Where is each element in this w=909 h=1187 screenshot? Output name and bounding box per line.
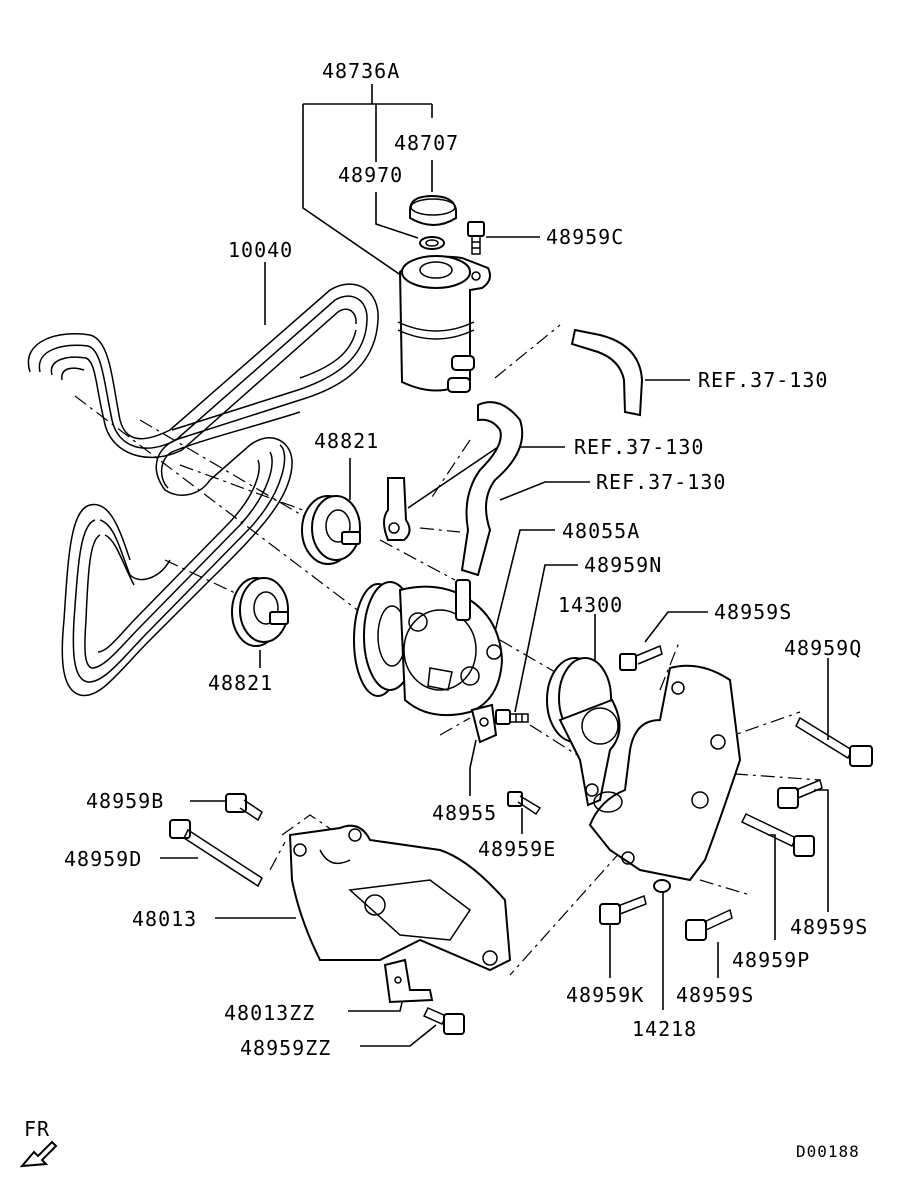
label-48959ZZ: 48959ZZ [240, 1036, 331, 1060]
label-48959E: 48959E [478, 837, 556, 861]
label-48959P: 48959P [732, 948, 810, 972]
label-48013ZZ: 48013ZZ [224, 1001, 315, 1025]
label-48013: 48013 [132, 907, 197, 931]
label-48959Q: 48959Q [784, 636, 862, 660]
tensioner-14300 [546, 657, 621, 807]
front-direction-arrow-icon [19, 1140, 58, 1168]
o-ring-48970 [419, 236, 445, 250]
bolt-48959C [467, 221, 485, 255]
label-48959S-top: 48959S [714, 600, 792, 624]
label-48959S-bottom: 48959S [676, 983, 754, 1007]
alignment-lines [74, 324, 821, 976]
nut-14218 [653, 879, 671, 893]
bracket-assembly-right [588, 664, 742, 882]
reservoir-cap-48707 [409, 194, 457, 226]
label-14300: 14300 [558, 593, 623, 617]
label-14218: 14218 [632, 1017, 697, 1041]
bolt-48959K [599, 894, 647, 925]
part-labels: 48736A 48707 48970 48959C 10040 REF.37-1… [24, 59, 868, 1161]
bolt-48959Q [795, 716, 873, 767]
label-48959B: 48959B [86, 789, 164, 813]
label-48736A: 48736A [322, 59, 400, 83]
label-48959K: 48959K [566, 983, 644, 1007]
bolt-48959P [740, 813, 815, 857]
hose-upper [570, 328, 644, 417]
reservoir-48736A [397, 255, 491, 393]
label-48821-upper: 48821 [314, 429, 379, 453]
label-48959C: 48959C [546, 225, 624, 249]
bolt-48959S-right [777, 778, 823, 809]
label-48959D: 48959D [64, 847, 142, 871]
bolt-48959N [495, 709, 529, 725]
bolt-48959ZZ [422, 1007, 465, 1035]
label-48821-lower: 48821 [208, 671, 273, 695]
label-ref-upper: REF.37-130 [698, 368, 828, 392]
label-48955: 48955 [432, 801, 497, 825]
bolt-48959S-top [619, 644, 663, 671]
bracket-48013 [288, 824, 512, 972]
label-48970: 48970 [338, 163, 403, 187]
label-10040: 10040 [228, 238, 293, 262]
label-48959S-right: 48959S [790, 915, 868, 939]
bracket-small [383, 477, 411, 541]
bracket-48013ZZ [383, 958, 434, 1004]
label-48707: 48707 [394, 131, 459, 155]
diagram-code: D00188 [796, 1142, 860, 1161]
bolt-48959B [225, 793, 263, 822]
idler-pulley-48821-upper [301, 495, 361, 565]
bolt-48959D [169, 819, 263, 888]
hose-middle [460, 401, 524, 577]
belt-10040 [27, 283, 379, 697]
bolt-48959S-bottom [685, 908, 733, 941]
label-fr: FR [24, 1117, 50, 1141]
bolt-48959E [507, 791, 542, 816]
bracket-48955 [470, 703, 498, 744]
label-48959N: 48959N [584, 553, 662, 577]
idler-pulley-48821-lower [231, 577, 289, 647]
label-48055A: 48055A [562, 519, 640, 543]
label-ref-lower: REF.37-130 [596, 470, 726, 494]
label-ref-middle: REF.37-130 [574, 435, 704, 459]
oil-pump-48055A [353, 579, 504, 717]
